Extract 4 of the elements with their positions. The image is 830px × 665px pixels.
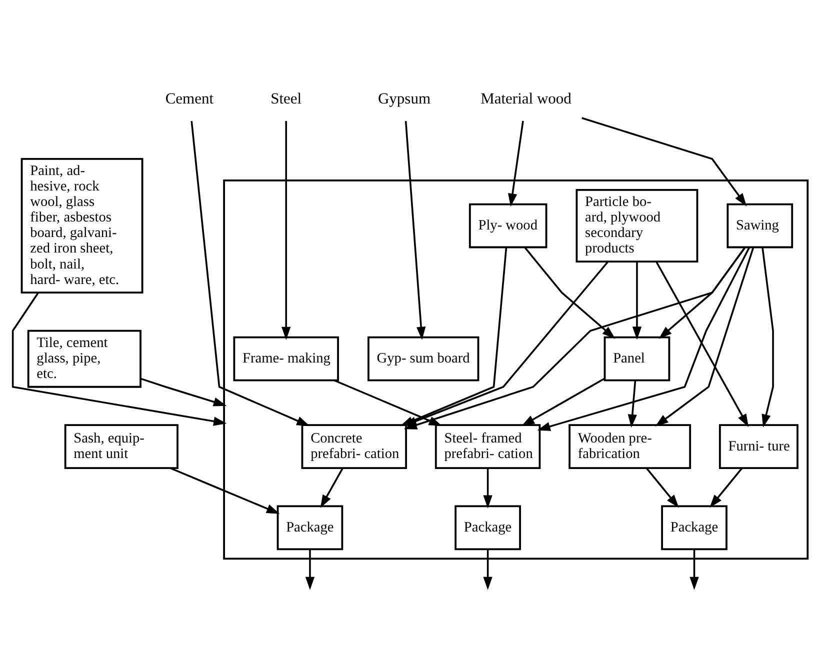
node-text: Material wood xyxy=(480,90,572,107)
node-text: Cement xyxy=(165,90,214,107)
node-text: Steel xyxy=(270,90,302,107)
node-text: Gypsum xyxy=(378,90,431,107)
